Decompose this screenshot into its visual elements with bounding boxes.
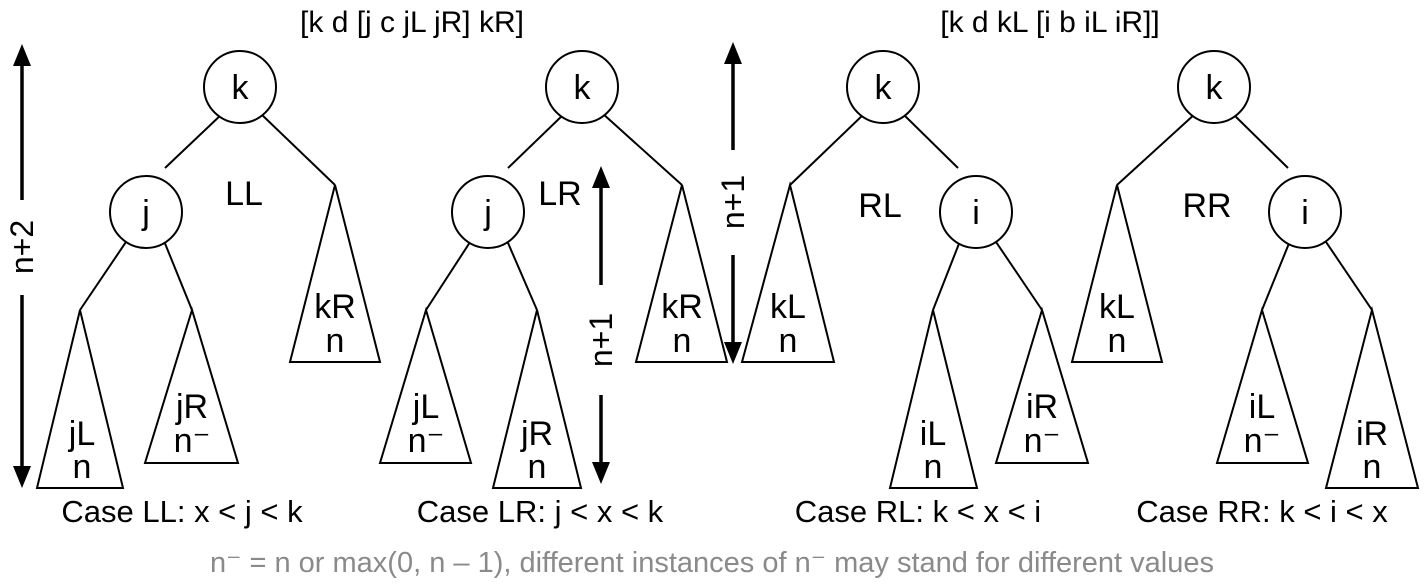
- node-k: [846, 50, 920, 124]
- subtree-il: [1215, 306, 1310, 464]
- arrow-up-icon: [724, 42, 742, 64]
- case-caption-lr: Case LR: j < x < k: [417, 494, 664, 529]
- edge-k-kl: [1116, 112, 1197, 186]
- node-i-label: i: [1301, 194, 1309, 232]
- node-i: [1268, 175, 1342, 249]
- case-label-ll: LL: [225, 175, 263, 213]
- subtree-kr-name: kR: [661, 288, 703, 326]
- title-left: [k d [j c jL jR] kR]: [300, 6, 524, 39]
- height-label-n-plus-1: n+1: [715, 175, 751, 229]
- height-arrow-n-plus-1-lr: n+1: [583, 166, 619, 484]
- arrow-up-icon: [13, 44, 31, 66]
- edge-k-j: [164, 112, 224, 169]
- title-right: [k d kL [i b iL iR]]: [940, 6, 1160, 39]
- tree-rr: k i RR kL n iL n⁻ iR n Case RR: k < i < …: [1070, 50, 1420, 529]
- subtree-jl: [35, 309, 125, 489]
- subtree-kl: [1070, 184, 1164, 363]
- arrow-down-icon: [724, 342, 742, 364]
- subtree-jr-height: n: [528, 448, 547, 486]
- node-k: [203, 50, 277, 124]
- subtree-jl-height: n: [73, 448, 92, 486]
- node-j: [109, 175, 183, 249]
- subtree-kl-height: n: [1108, 322, 1127, 360]
- node-k-label: k: [232, 69, 250, 107]
- subtree-kr: [634, 184, 729, 363]
- subtree-ir-name: iR: [1356, 415, 1388, 453]
- height-label-n-plus-2: n+2: [4, 220, 40, 274]
- edge-k-kl: [789, 112, 866, 186]
- subtree-jr: [143, 306, 240, 464]
- subtree-kl-name: kL: [1099, 288, 1135, 326]
- node-j-label: j: [483, 194, 492, 232]
- height-arrow-n-plus-2: n+2: [4, 44, 40, 488]
- subtree-il: [888, 309, 979, 489]
- subtree-jl-height: n⁻: [408, 422, 445, 460]
- edge-j-jl: [79, 235, 131, 311]
- subtree-kl: [740, 181, 836, 363]
- subtree-jl-name: jL: [68, 415, 95, 453]
- subtree-kr: [288, 184, 382, 363]
- node-j: [451, 175, 525, 249]
- subtree-il-name: iL: [920, 415, 946, 453]
- case-label-rl: RL: [858, 187, 901, 225]
- footnote: n⁻ = n or max(0, n – 1), different insta…: [210, 547, 1214, 579]
- edge-i-il: [932, 235, 963, 311]
- subtree-kr-height: n: [673, 322, 692, 360]
- node-k-label: k: [875, 69, 893, 107]
- arrow-up-icon: [592, 166, 610, 188]
- subtree-jr-height: n⁻: [174, 422, 211, 460]
- tree-rl: k i RL kL n iL n iR n⁻ Case RL: k < x < …: [740, 50, 1090, 529]
- subtree-ir-name: iR: [1026, 388, 1058, 426]
- subtree-jr-name: jR: [520, 415, 553, 453]
- edge-j-jl: [425, 235, 475, 311]
- subtree-il-height: n⁻: [1244, 422, 1281, 460]
- subtree-jr: [491, 309, 583, 489]
- case-caption-rr: Case RR: k < i < x: [1136, 494, 1388, 529]
- case-label-rr: RR: [1182, 187, 1231, 225]
- subtree-ir: [994, 306, 1090, 464]
- subtree-jl: [378, 306, 473, 464]
- node-k-label: k: [574, 69, 592, 107]
- subtree-kr-name: kR: [314, 288, 356, 326]
- case-caption-ll: Case LL: x < j < k: [61, 494, 303, 529]
- edge-j-jr: [504, 235, 538, 311]
- edge-k-i: [901, 112, 959, 169]
- arrow-down-icon: [592, 462, 610, 484]
- edge-i-ir: [991, 235, 1043, 311]
- edge-k-kr: [601, 112, 683, 186]
- subtree-kr-height: n: [326, 322, 345, 360]
- height-label-n-plus-1: n+1: [583, 313, 619, 367]
- subtree-kl-name: kL: [770, 288, 806, 326]
- node-j-label: j: [141, 194, 150, 232]
- subtree-kl-height: n: [779, 322, 798, 360]
- subtree-ir-height: n⁻: [1024, 422, 1061, 460]
- tree-ll: k j LL jL n jR n⁻ kR n Case LL: x < j < …: [35, 50, 382, 529]
- tree-lr: k j LR jL n⁻ jR n kR n Case LR: j < x < …: [378, 50, 729, 529]
- subtree-ir-height: n: [1363, 448, 1382, 486]
- case-caption-rl: Case RL: k < x < i: [795, 494, 1041, 529]
- edge-i-il: [1261, 235, 1293, 311]
- node-k: [545, 50, 619, 124]
- node-i-label: i: [972, 194, 980, 232]
- edge-j-jr: [161, 235, 193, 311]
- subtree-jl-name: jL: [412, 388, 439, 426]
- subtree-il-name: iL: [1249, 388, 1275, 426]
- edge-k-kr: [259, 112, 336, 186]
- node-k-label: k: [1206, 69, 1224, 107]
- edge-k-j: [507, 112, 566, 169]
- arrow-down-icon: [13, 466, 31, 488]
- edge-i-ir: [1321, 235, 1373, 311]
- node-i: [939, 175, 1013, 249]
- edge-k-i: [1231, 112, 1289, 169]
- subtree-il-height: n: [924, 448, 943, 486]
- node-k: [1177, 50, 1251, 124]
- height-arrow-n-plus-1-mid: n+1: [715, 42, 751, 364]
- case-label-lr: LR: [538, 175, 581, 213]
- subtree-jr-name: jR: [175, 388, 208, 426]
- subtree-ir: [1324, 306, 1420, 489]
